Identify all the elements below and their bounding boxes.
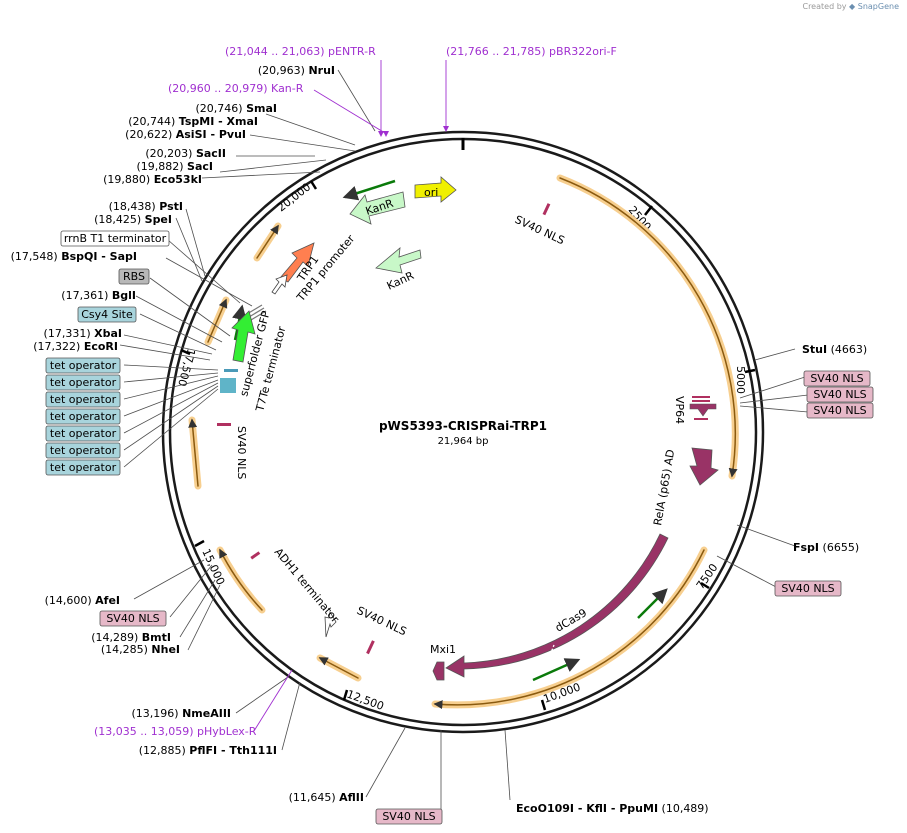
sv40-nls-bottom-box-label: SV40 NLS [382, 810, 435, 823]
site-ecoo109i: EcoO109I - KflI - PpuMI (10,489) [516, 802, 709, 815]
primer-arrowheads [378, 126, 449, 137]
sv40-nls-right-box-1-label: SV40 NLS [810, 372, 863, 385]
sv40-left-label: SV40 NLS [235, 426, 248, 479]
sv40-nls-left-box-label: SV40 NLS [106, 612, 159, 625]
site-asisi: (20,622) AsiSI - PvuI [125, 128, 246, 141]
site-xbai: (17,331) XbaI [44, 327, 122, 340]
sv40-bottom-label: SV40 NLS [355, 604, 409, 638]
site-smai: (20,746) SmaI [196, 102, 277, 115]
kanr-outer-label: KanR [364, 197, 395, 218]
superfolder-gfp-feature[interactable] [231, 310, 256, 363]
sv40-nls-right-box-3[interactable]: SV40 NLS [806, 402, 874, 419]
tet-operator-box-2[interactable]: tet operator [45, 374, 121, 391]
rbs-box-label: RBS [123, 270, 145, 283]
ori-feature[interactable] [414, 176, 457, 203]
tet-operator-box-1-label: tet operator [50, 359, 117, 372]
dcas9-feature[interactable] [445, 533, 669, 678]
site-bspqi: (17,548) BspQI - SapI [11, 250, 137, 263]
credit-brand: SnapGene [857, 2, 899, 11]
site-psti: (18,438) PstI [109, 200, 183, 213]
primer-lines [253, 60, 447, 732]
site-pflfi: (12,885) PflFI - Tth111I [139, 744, 277, 757]
mxi1-feature[interactable] [432, 661, 445, 681]
plasmid-name: pWS5393-CRISPRai-TRP1 [379, 419, 547, 433]
sv40-nls-bottom-box[interactable]: SV40 NLS [375, 808, 443, 825]
vp64-nls-marks [692, 396, 710, 420]
kanr-outer-feature[interactable] [349, 191, 406, 225]
site-bmti: (14,289) BmtI [91, 631, 171, 644]
site-tspmi: (20,744) TspMI - XmaI [128, 115, 258, 128]
adh1-terminator-feature[interactable] [324, 610, 337, 638]
tet-operator-box-3[interactable]: tet operator [45, 391, 121, 408]
tet-operator-block [220, 378, 236, 393]
snapgene-logo: ◆ [849, 2, 856, 11]
tet-operator-box-2-label: tet operator [50, 376, 117, 389]
credit-prefix: Created by [802, 2, 847, 11]
primer-pentr-r: (21,044 .. 21,063) pENTR-R [225, 45, 376, 58]
connector-lines [119, 69, 809, 810]
sv40-nls-right-box-4-label: SV40 NLS [781, 582, 834, 595]
tet-operator-box-1[interactable]: tet operator [45, 357, 121, 374]
site-bgli: (17,361) BglI [61, 289, 136, 302]
rrnb-terminator-box-label: rrnB T1 terminator [64, 232, 167, 245]
tet-operator-box-4[interactable]: tet operator [45, 408, 121, 425]
primer-phyblex-r: (13,035 .. 13,059) pHybLex-R [94, 725, 257, 738]
site-saci: (19,882) SacI [136, 160, 213, 173]
sv40-left-feature[interactable] [217, 423, 231, 426]
csy4-site-box[interactable]: Csy4 Site [77, 306, 137, 323]
sv40-nls-right-box-2[interactable]: SV40 NLS [806, 386, 874, 403]
sv40-nls-right-box-1[interactable]: SV40 NLS [803, 370, 871, 387]
vp64-label: VP64 [673, 396, 686, 424]
tet-operator-box-6-label: tet operator [50, 444, 117, 457]
sv40-nls-right-box-3-label: SV40 NLS [813, 404, 866, 417]
trp1-promoter-feature[interactable] [271, 274, 288, 295]
sv40-bottom-feature[interactable] [366, 640, 375, 655]
site-aflii: (11,645) AflII [289, 791, 364, 804]
sv40-nls-right-box-4[interactable]: SV40 NLS [774, 580, 842, 597]
ori-label: ori [424, 186, 438, 199]
orf-arcs [188, 174, 739, 710]
mxi1-label: Mxi1 [430, 643, 456, 656]
tick-marks [180, 180, 756, 711]
sv40-nls-right-box-2-label: SV40 NLS [813, 388, 866, 401]
vp64-feature[interactable] [689, 403, 717, 417]
site-spei: (18,425) SpeI [94, 213, 172, 226]
primer-kan-r: (20,960 .. 20,979) Kan-R [168, 82, 304, 95]
kanr-inner-feature[interactable] [375, 247, 422, 274]
tet-operator-box-5-label: tet operator [50, 427, 117, 440]
rela-feature[interactable] [689, 447, 719, 486]
sv40-left2-feature[interactable] [250, 551, 261, 560]
site-nrui: (20,963) NruI [258, 64, 335, 77]
plasmid-size: 21,964 bp [438, 436, 489, 447]
rela-label: RelA (p65) AD [651, 448, 677, 526]
adh1-label: ADH1 terminator [272, 546, 342, 626]
site-stui: StuI (4663) [802, 343, 867, 356]
tet-operator-mark [224, 369, 238, 372]
site-nhei: (14,285) NheI [101, 643, 180, 656]
sv40-top-label: SV40 NLS [513, 213, 567, 247]
tet-operator-box-7-label: tet operator [50, 461, 117, 474]
site-sacii: (20,203) SacII [145, 147, 226, 160]
tet-operator-box-6[interactable]: tet operator [45, 442, 121, 459]
tet-operator-box-4-label: tet operator [50, 410, 117, 423]
trp1-feature[interactable] [279, 242, 315, 283]
site-afei: (14,600) AfeI [45, 594, 120, 607]
site-fspi: FspI (6655) [793, 541, 859, 554]
tet-operator-box-3-label: tet operator [50, 393, 117, 406]
site-ecori: (17,322) EcoRI [33, 340, 118, 353]
site-eco53ki: (19,880) Eco53kI [103, 173, 202, 186]
primer-pbr322ori-f: (21,766 .. 21,785) pBR322ori-F [446, 45, 617, 58]
site-nmeaiii: (13,196) NmeAIII [132, 707, 232, 720]
rrnb-terminator-box[interactable]: rrnB T1 terminator [60, 230, 170, 247]
tet-operator-box-5[interactable]: tet operator [45, 425, 121, 442]
sv40-top-feature[interactable] [542, 203, 551, 216]
credit: Created by ◆ SnapGene [802, 2, 899, 11]
tick-label-5000: 5000 [734, 366, 747, 394]
backbone-outer [161, 130, 765, 734]
sv40-nls-left-box[interactable]: SV40 NLS [99, 610, 167, 627]
csy4-site-box-label: Csy4 Site [81, 308, 133, 321]
tet-operator-box-7[interactable]: tet operator [45, 459, 121, 476]
rbs-box[interactable]: RBS [118, 268, 150, 285]
